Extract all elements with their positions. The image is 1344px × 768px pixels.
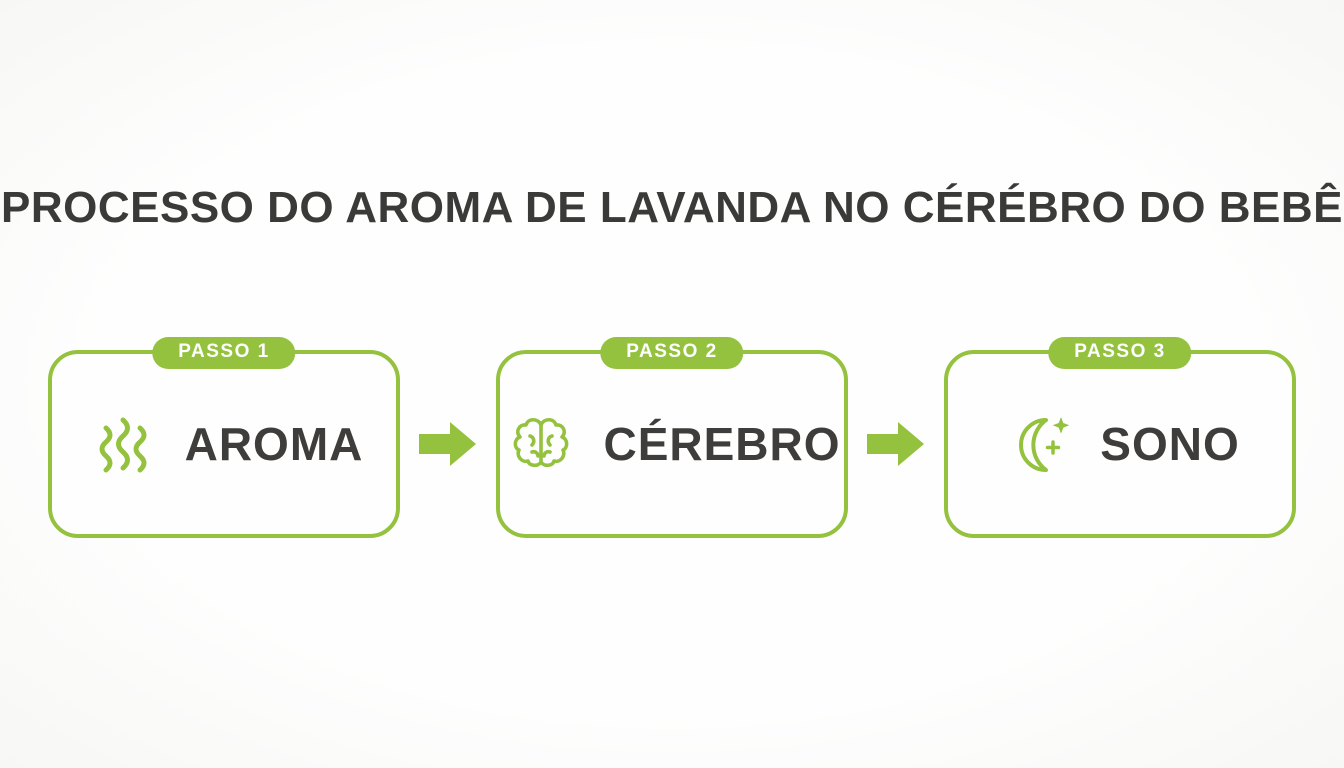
step-badge: PASSO 3 (1048, 337, 1192, 369)
moon-sparkles-icon (1000, 406, 1076, 482)
step-box-sono: PASSO 3 SONO (944, 337, 1296, 538)
arrow-right-icon (419, 421, 477, 467)
step-label: CÉREBRO (603, 418, 841, 470)
page-title: PROCESSO DO AROMA DE LAVANDA NO CÉRÉBRO … (1, 183, 1343, 232)
step-box-aroma: PASSO 1 AROMA (48, 337, 400, 538)
brain-icon (503, 406, 579, 482)
step-box-cerebro: PASSO 2 CÉREBRO (496, 337, 848, 538)
step-badge: PASSO 1 (152, 337, 296, 369)
process-flow-row: PASSO 1 AROMA PASSO 2 (48, 337, 1296, 538)
step-label: AROMA (184, 418, 364, 470)
aroma-waves-icon (85, 406, 161, 482)
step-label: SONO (1100, 418, 1240, 470)
arrow-right-icon (867, 421, 925, 467)
step-badge: PASSO 2 (600, 337, 744, 369)
